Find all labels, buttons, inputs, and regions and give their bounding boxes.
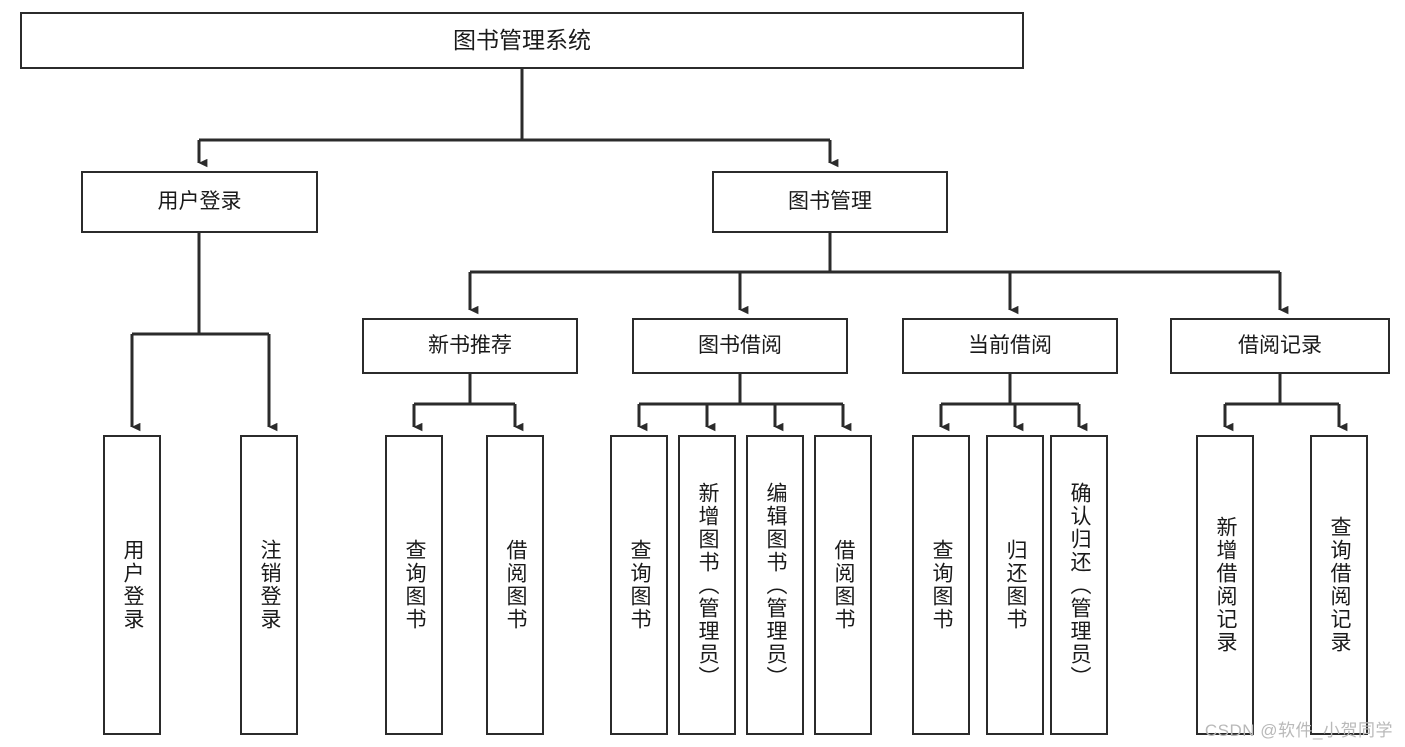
- leaf-node-label: 新增图书（管理员）: [696, 481, 720, 689]
- node-borrow-record-label: 借阅记录: [1238, 333, 1322, 357]
- node-root[interactable]: 图书管理系统: [20, 12, 1024, 69]
- leaf-node[interactable]: 借阅图书: [486, 435, 544, 735]
- leaf-node-label: 用户登录: [121, 539, 145, 631]
- node-new-book-recommend-label: 新书推荐: [428, 333, 512, 357]
- leaf-node-label: 查询图书: [930, 539, 954, 631]
- leaf-node-label: 注销登录: [258, 539, 282, 631]
- leaf-node[interactable]: 借阅图书: [814, 435, 872, 735]
- leaf-node[interactable]: 查询图书: [610, 435, 668, 735]
- csdn-watermark: CSDN @软件_小贺同学: [1204, 721, 1393, 740]
- leaf-node[interactable]: 用户登录: [103, 435, 161, 735]
- node-root-label: 图书管理系统: [453, 26, 591, 53]
- leaf-node[interactable]: 注销登录: [240, 435, 298, 735]
- node-current-borrow[interactable]: 当前借阅: [902, 318, 1118, 374]
- node-book-borrow[interactable]: 图书借阅: [632, 318, 848, 374]
- node-book-management-label: 图书管理: [788, 189, 872, 213]
- leaf-node[interactable]: 确认归还（管理员）: [1050, 435, 1108, 735]
- node-new-book-recommend[interactable]: 新书推荐: [362, 318, 578, 374]
- leaf-node-label: 新增借阅记录: [1214, 516, 1238, 654]
- leaf-node[interactable]: 编辑图书（管理员）: [746, 435, 804, 735]
- leaf-node-label: 借阅图书: [504, 539, 528, 631]
- node-current-borrow-label: 当前借阅: [968, 333, 1052, 357]
- leaf-node-label: 归还图书: [1004, 539, 1028, 631]
- leaf-node[interactable]: 归还图书: [986, 435, 1044, 735]
- leaf-node-label: 借阅图书: [832, 539, 856, 631]
- leaf-node[interactable]: 查询图书: [912, 435, 970, 735]
- node-book-management[interactable]: 图书管理: [712, 171, 948, 233]
- leaf-node[interactable]: 查询图书: [385, 435, 443, 735]
- leaf-node[interactable]: 查询借阅记录: [1310, 435, 1368, 735]
- leaf-node-label: 查询图书: [628, 539, 652, 631]
- leaf-node[interactable]: 新增图书（管理员）: [678, 435, 736, 735]
- node-book-borrow-label: 图书借阅: [698, 333, 782, 357]
- node-user-login-label: 用户登录: [157, 189, 242, 213]
- node-user-login[interactable]: 用户登录: [81, 171, 318, 233]
- leaf-node-label: 查询借阅记录: [1328, 516, 1352, 654]
- leaf-node-label: 查询图书: [403, 539, 427, 631]
- node-borrow-record[interactable]: 借阅记录: [1170, 318, 1390, 374]
- leaf-node[interactable]: 新增借阅记录: [1196, 435, 1254, 735]
- leaf-node-label: 编辑图书（管理员）: [764, 481, 788, 689]
- leaf-node-label: 确认归还（管理员）: [1068, 481, 1092, 689]
